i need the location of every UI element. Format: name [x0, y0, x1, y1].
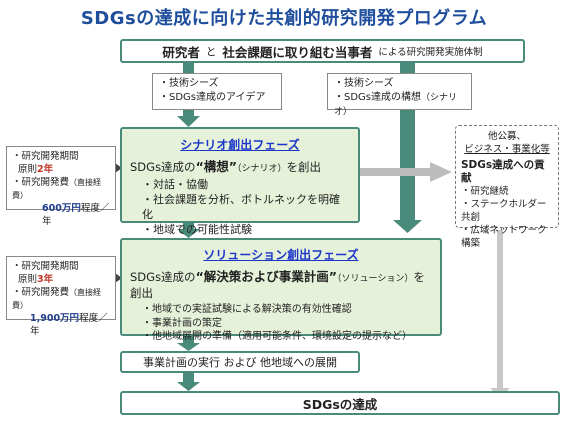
seed-left-2: ・SDGs達成のアイデア [159, 92, 266, 103]
contribution-item: ・研究継続 [461, 186, 509, 197]
goal-box: SDGsの達成 [120, 391, 560, 415]
structure-suffix: による研究開発実施体制 [378, 47, 483, 58]
side1-pointer [115, 163, 122, 173]
solution-bullet: ・他地域展開の準備（適用可能条件、環境設定の提示など） [142, 331, 412, 342]
execution-text: 事業計画の実行 および 他地域への展開 [143, 356, 337, 369]
solution-bullet: ・事業計画の策定 [142, 317, 222, 329]
scenario-bullet: ・社会課題を分析、ボトルネックを明確化 [142, 193, 340, 221]
seed-left-1: ・技術シーズ [159, 78, 219, 89]
scenario-bullet: ・地域での可能性試験 [142, 223, 252, 236]
scenario-phase-box: シナリオ創出フェーズ SDGs達成の“構想”（シナリオ）を創出 ・対話・協働 ・… [120, 127, 360, 236]
budget-value: 1,900万円 [30, 313, 80, 324]
seeds-left-box: ・技術シーズ ・SDGs達成のアイデア [152, 73, 282, 110]
seed-right-2-small: （シナリオ） [334, 93, 458, 117]
seeds-right-box: ・技術シーズ ・SDGs達成の構想（シナリオ） [327, 73, 472, 117]
solution-phase-label: ソリューション創出フェーズ [203, 248, 359, 262]
contribution-title: SDGs達成への貢献 [461, 159, 545, 184]
scenario-terms-box: ・研究開発期間 原則2年 ・研究開発費（直接経費） 600万円程度／年 [6, 146, 116, 227]
budget-suffix: 程度／年 [30, 313, 108, 337]
and-text: と [205, 45, 217, 58]
solution-main-small: （ソリューション） [337, 274, 414, 284]
contribution-item: ・ステークホルダー共創 [461, 199, 547, 223]
execution-box: 事業計画の実行 および 他地域への展開 [120, 351, 360, 373]
exec-arrow-shaft [183, 335, 194, 344]
solution-main-suffix: を創出 [130, 270, 425, 300]
solution-bullet: ・地域での実証試験による解決策の有効性確認 [142, 304, 352, 315]
mid-arrow-shaft [183, 222, 194, 230]
budget-label: ・研究開発費 [12, 287, 70, 298]
budget-note: （直接経費） [12, 288, 102, 310]
other-calls: 他公募、 [487, 131, 526, 142]
seed-right-2: ・SDGs達成の構想 [334, 92, 422, 103]
page-title: SDGsの達成に向けた共創的研究開発プログラム [80, 8, 488, 29]
researchers-text: 研究者 [162, 44, 200, 60]
budget-note: （直接経費） [12, 178, 102, 200]
solution-terms-box: ・研究開発期間 原則3年 ・研究開発費（直接経費） 1,900万円程度／年 [6, 256, 116, 337]
side2-pointer [115, 273, 122, 283]
grey-arrow-head [430, 162, 452, 182]
period-label: ・研究開発期間 [12, 151, 79, 162]
trunk-arrowhead [393, 220, 422, 233]
exec-arrow-head [177, 343, 200, 351]
period-prefix: 原則 [18, 164, 38, 175]
solution-main-bold: “解決策および事業計画” [195, 269, 337, 284]
goal-arrow-shaft [183, 372, 194, 383]
period-value: 2年 [37, 164, 54, 175]
goal-arrow-head [177, 382, 200, 391]
structure-box: 研究者 と 社会課題に取り組む当事者 による研究開発実施体制 [120, 39, 525, 63]
goal-text: SDGsの達成 [302, 396, 378, 412]
left-arrow-head [177, 116, 200, 127]
solution-phase-box: ソリューション創出フェーズ SDGs達成の“解決策および事業計画”（ソリューショ… [120, 238, 442, 342]
period-prefix: 原則 [18, 274, 38, 285]
mid-arrow-head [177, 229, 200, 238]
seed-right-1: ・技術シーズ [334, 78, 394, 89]
budget-label: ・研究開発費 [12, 177, 70, 188]
scenario-bullet: ・対話・協働 [142, 178, 208, 191]
scenario-phase-label: シナリオ創出フェーズ [180, 138, 300, 152]
scenario-main-small: （シナリオ） [237, 164, 287, 174]
grey-arrow-shaft [360, 168, 430, 176]
contribution-box: 他公募、 ビジネス・事業化等 SDGs達成への貢献 ・研究継続 ・ステークホルダ… [455, 125, 559, 249]
scenario-main-prefix: SDGs達成の [130, 160, 196, 174]
scenario-main-bold: “構想” [195, 159, 237, 174]
scenario-main-suffix: を創出 [286, 160, 322, 174]
stakeholders-text: 社会課題に取り組む当事者 [222, 44, 373, 60]
period-value: 3年 [37, 274, 54, 285]
budget-suffix: 程度／年 [42, 203, 110, 227]
solution-main-prefix: SDGs達成の [130, 270, 196, 284]
contribution-item: ・広域ネットワーク構築 [461, 225, 547, 249]
period-label: ・研究開発期間 [12, 261, 79, 272]
business-text: ビジネス・事業化等 [464, 144, 550, 155]
budget-value: 600万円 [42, 203, 81, 214]
right-down-shaft [497, 230, 503, 388]
